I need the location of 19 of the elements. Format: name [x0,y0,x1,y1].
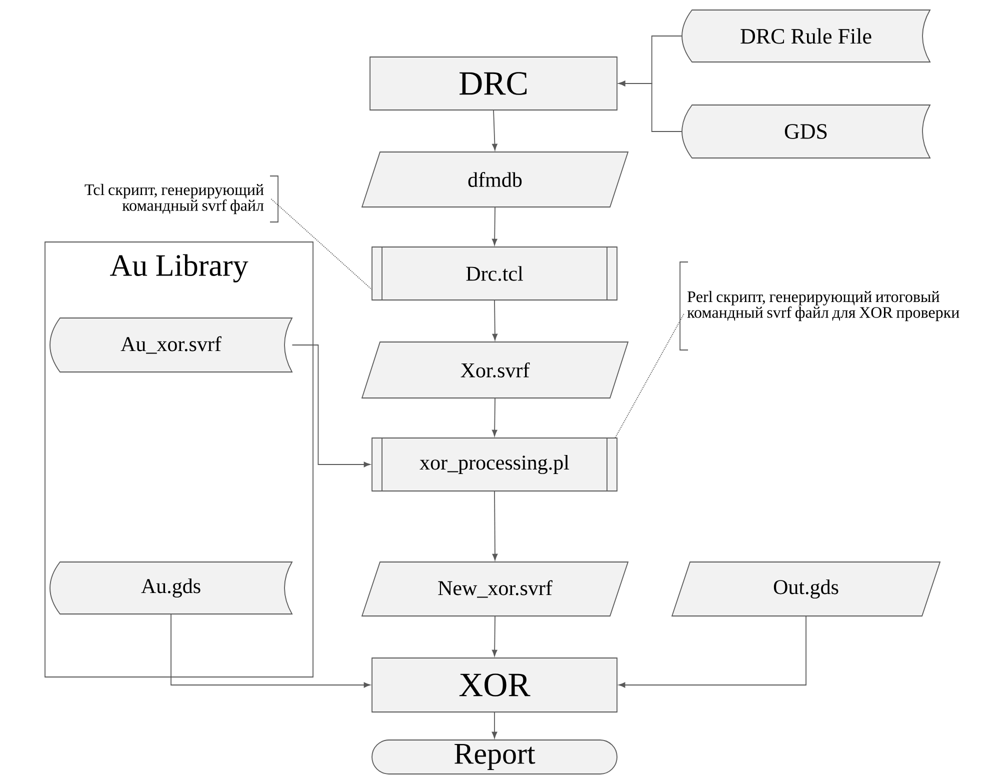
predefined-process-box: Drc.tcl [372,246,618,300]
arrow [492,712,498,738]
annotation-bracket: Perl скрипт, генерирующий итоговый командный svrf файл для XOR проверки [680,262,960,350]
arrow [492,110,498,150]
leader-line [614,314,684,438]
arrow [492,490,498,560]
arrow [492,300,498,340]
arrow [492,398,498,436]
annotation-bracket: Tcl скрипт, генерирующий командный svrf файл [84,176,278,222]
predefined-process-box: xor_processing.pl [372,438,618,492]
arrow [618,80,682,132]
arrow [170,614,370,688]
leader-line [270,198,372,290]
process-box: DRC [370,56,618,110]
process-box: XOR [372,658,618,712]
arrow [292,344,370,468]
arrow [492,616,498,656]
arrow [492,206,498,246]
arrow [618,616,806,688]
